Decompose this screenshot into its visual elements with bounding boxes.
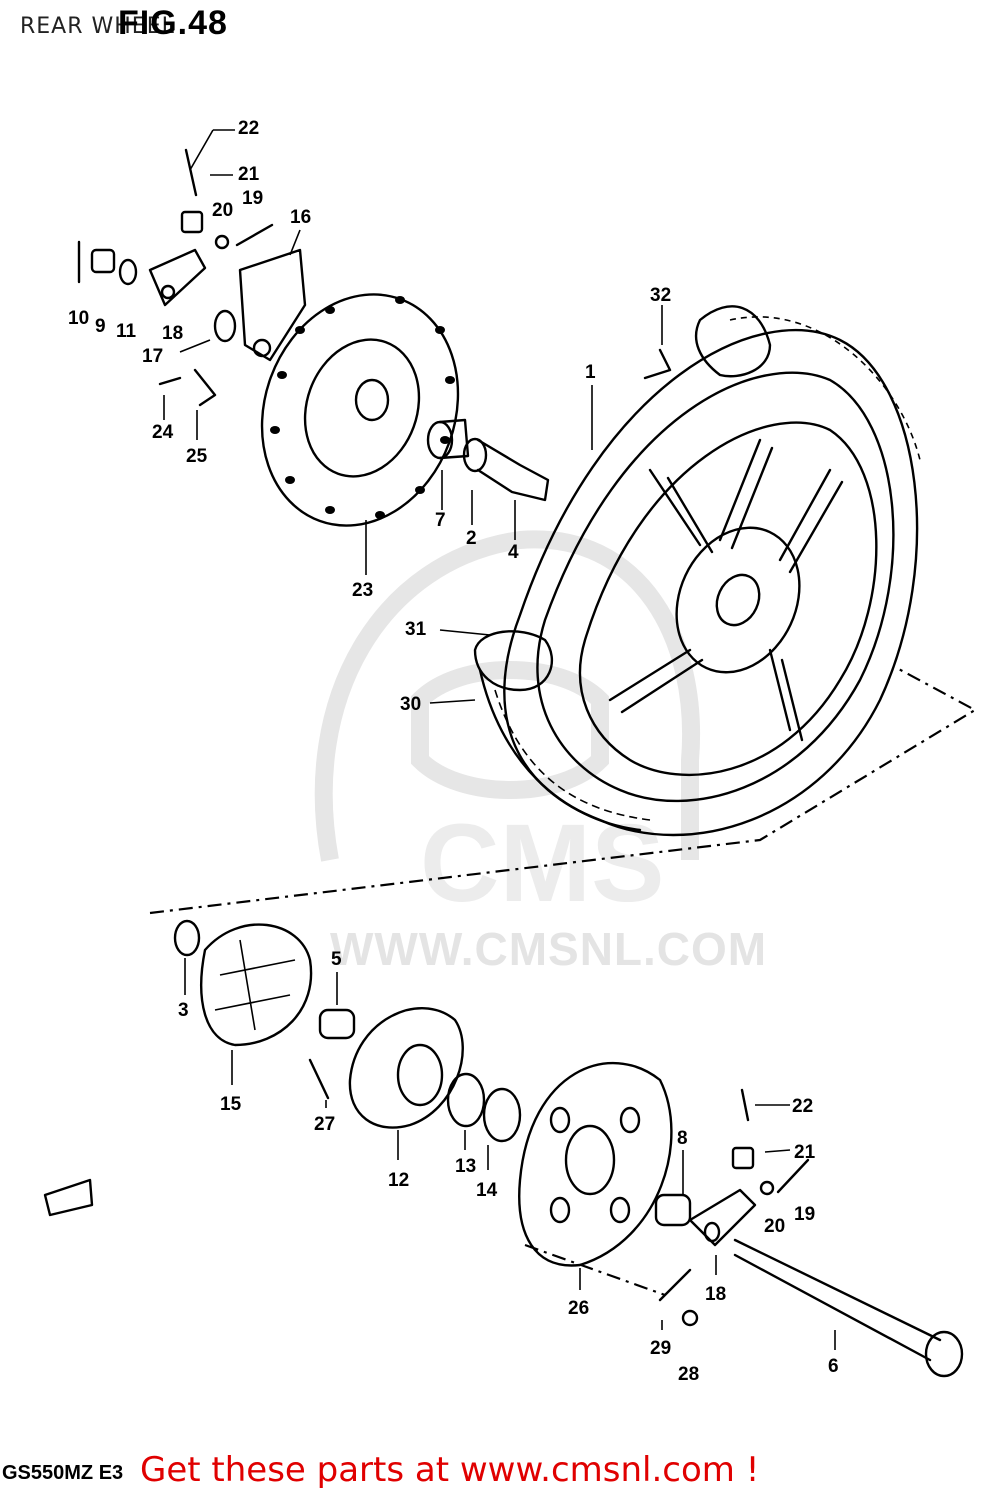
callout-6: 6 (828, 1356, 839, 1377)
callout-2: 2 (466, 528, 477, 549)
callout-3: 3 (178, 1000, 189, 1021)
callout-20-top: 20 (212, 200, 233, 221)
callout-11: 11 (116, 321, 137, 342)
callout-12: 12 (388, 1170, 409, 1191)
top-small-parts (77, 148, 672, 502)
callout-24: 24 (152, 422, 174, 443)
callout-31: 31 (405, 619, 427, 640)
callout-labels: 22 21 20 19 16 10 9 11 18 17 24 25 7 2 4… (68, 118, 839, 1385)
parts-link[interactable]: Get these parts at www.cmsnl.com ! (140, 1450, 760, 1490)
center-lines (149, 666, 978, 1297)
callout-17: 17 (142, 346, 163, 367)
brake-disc (260, 293, 460, 527)
callout-19-top: 19 (242, 188, 263, 209)
callout-26: 26 (568, 1298, 589, 1319)
callout-28: 28 (678, 1364, 699, 1385)
callout-10: 10 (68, 308, 89, 329)
watermark-site: WWW.CMSNL.COM (330, 923, 768, 975)
hub-assembly (43, 919, 964, 1378)
model-code: GS550MZ E3 (2, 1462, 124, 1484)
rear-tire (473, 305, 921, 837)
diagram-heading: REAR WHEEL (20, 14, 175, 39)
callout-16: 16 (290, 207, 311, 228)
callout-1: 1 (585, 362, 596, 383)
callout-15: 15 (220, 1094, 242, 1115)
callout-27: 27 (314, 1114, 335, 1135)
callout-29: 29 (650, 1338, 671, 1359)
callout-7: 7 (435, 510, 446, 531)
callout-25: 25 (186, 446, 208, 467)
figure-number: FIG.48 (118, 4, 228, 42)
callout-5: 5 (331, 949, 342, 970)
callout-4: 4 (508, 542, 519, 563)
callout-8: 8 (677, 1128, 688, 1149)
callout-18-bottom: 18 (705, 1284, 726, 1305)
callout-23: 23 (352, 580, 373, 601)
callout-18-top: 18 (162, 323, 183, 344)
callout-21-bottom: 21 (794, 1142, 816, 1163)
leader-lines (163, 129, 836, 1350)
callout-13: 13 (455, 1156, 476, 1177)
callout-30: 30 (400, 694, 421, 715)
callout-19-bottom: 19 (794, 1204, 815, 1225)
callout-14: 14 (476, 1180, 498, 1201)
callout-9: 9 (95, 316, 106, 337)
rear-wheel-rim (578, 421, 878, 777)
callout-32: 32 (650, 285, 671, 306)
callout-21-top: 21 (238, 164, 260, 185)
callout-22-top: 22 (238, 118, 259, 139)
callout-20-bottom: 20 (764, 1216, 785, 1237)
callout-22-bottom: 22 (792, 1096, 813, 1117)
watermark-helmet (314, 530, 700, 862)
watermark-brand: CMS (420, 802, 665, 925)
